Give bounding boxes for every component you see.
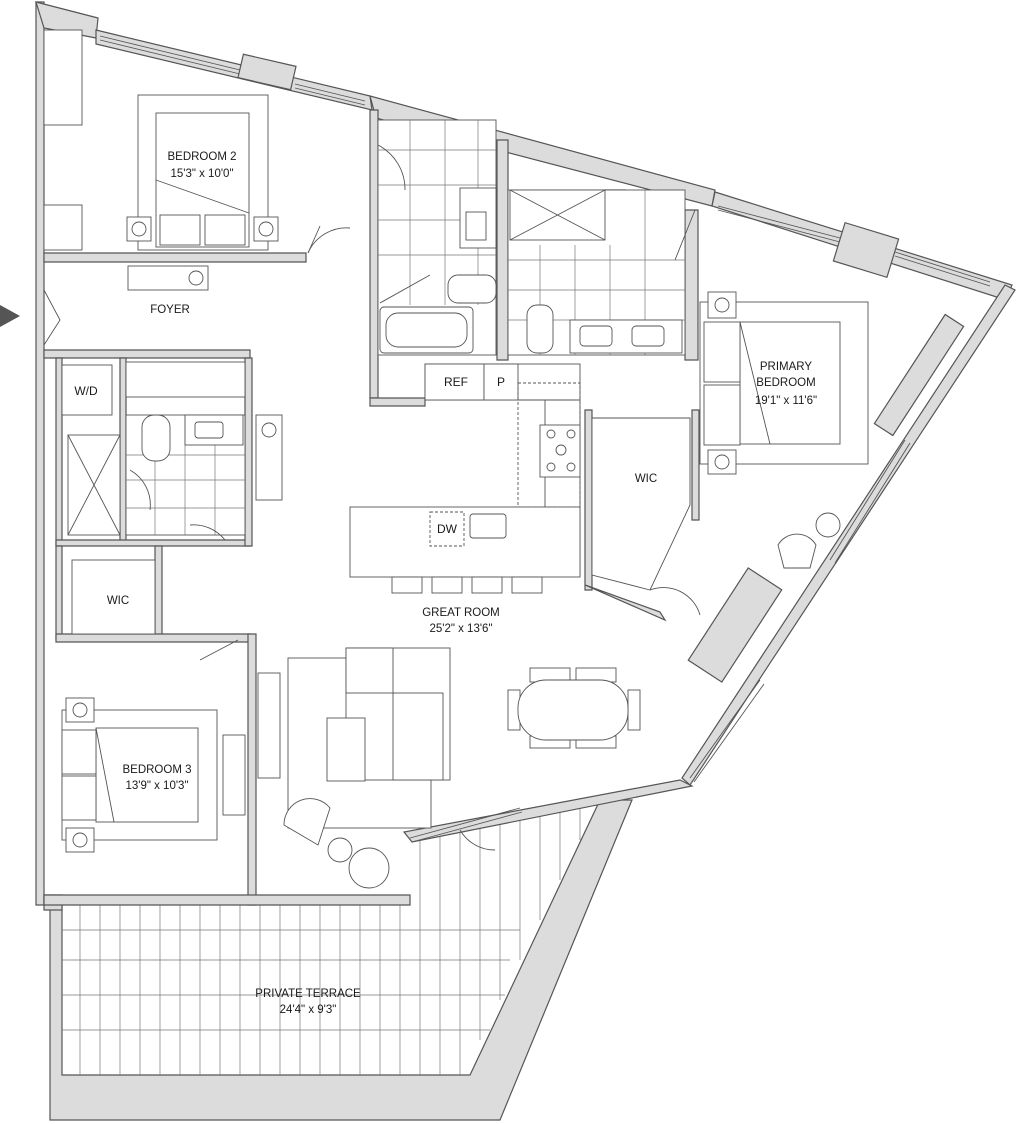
bedroom3-name: BEDROOM 3	[122, 764, 191, 776]
fixture-labels: W/D REF P DW	[74, 375, 505, 536]
primary-chair	[777, 512, 841, 569]
great-room-dims: 25'2" x 13'6"	[429, 623, 492, 635]
bar-stools	[391, 576, 543, 594]
living-area	[257, 647, 451, 889]
ensuite-bathroom	[507, 189, 686, 356]
bedroom3-bed	[61, 697, 246, 853]
entry-arrow-icon	[0, 305, 20, 327]
great-room-name: GREAT ROOM	[422, 607, 500, 619]
pantry-label: P	[497, 375, 505, 389]
terrace-decking	[62, 802, 581, 1075]
main-bathroom	[377, 119, 497, 356]
left-wic-label: WIC	[107, 595, 129, 607]
washer-dryer-label: W/D	[74, 384, 98, 398]
primary-name-line1: PRIMARY	[760, 361, 813, 373]
refrigerator-label: REF	[444, 375, 468, 389]
terrace-name: PRIVATE TERRACE	[255, 988, 361, 1000]
primary-bed	[699, 291, 869, 475]
interior-walls	[43, 109, 700, 906]
left-wic	[71, 559, 156, 635]
foyer-label: FOYER	[150, 304, 190, 316]
terrace-dims: 24'4" x 9'3"	[280, 1004, 337, 1016]
bedroom3-dims: 13'9" x 10'3"	[125, 780, 188, 792]
door-swings	[43, 144, 701, 851]
dishwasher-label: DW	[437, 522, 458, 536]
foyer-console	[127, 265, 209, 291]
left-windows	[43, 29, 83, 251]
primary-wic-fixtures	[591, 417, 691, 591]
primary-name-line2: BEDROOM	[756, 377, 815, 389]
primary-dims: 19'1" x 11'6"	[755, 395, 817, 407]
dining-table	[507, 667, 641, 749]
kitchen	[349, 363, 581, 594]
bedroom2-dims: 15'3" x 10'0"	[170, 168, 233, 180]
windows	[99, 35, 991, 843]
primary-wic-label: WIC	[635, 473, 657, 485]
laundry-bath	[61, 361, 283, 536]
bedroom2-name: BEDROOM 2	[167, 151, 236, 163]
room-labels: BEDROOM 2 15'3" x 10'0" FOYER PRIMARY BE…	[107, 151, 817, 1016]
private-terrace	[49, 799, 633, 1121]
bedroom2-bed	[126, 94, 279, 251]
